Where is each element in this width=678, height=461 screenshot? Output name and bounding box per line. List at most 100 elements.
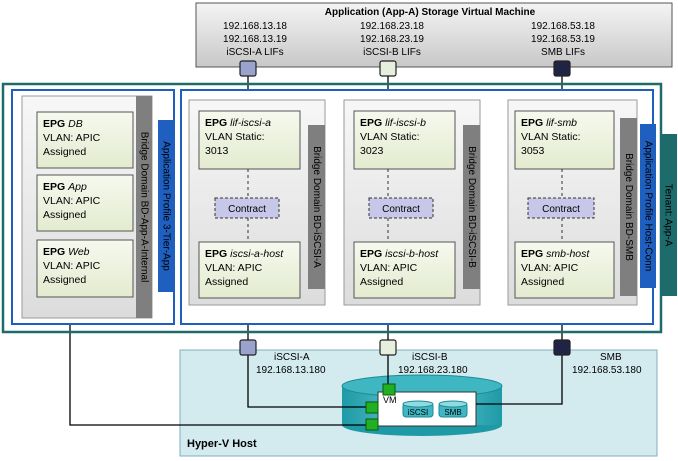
epg-app-line2: Assigned (43, 209, 86, 221)
epg-lif-iscsi-a-line2: 3013 (205, 145, 229, 157)
tenant: Tenant: App-A (1, 82, 677, 334)
port-smb-top (553, 60, 571, 77)
epg-iscsi-b-host (353, 241, 456, 299)
epg-app-title: EPG App (43, 181, 87, 193)
link-smb-host (476, 355, 563, 405)
epg-db-line2: Assigned (43, 146, 86, 158)
net-smb-name: SMB (600, 352, 622, 363)
bd-app-a-internal-tab (136, 96, 152, 318)
net-smb-ip: 192.168.53.180 (572, 365, 642, 376)
epg-lif-iscsi-b-title: EPG lif-iscsi-b (360, 117, 426, 129)
epg-iscsi-a-host-title: EPG iscsi-a-host (205, 248, 284, 260)
lif-smb-ip1: 192.168.53.18 (531, 21, 595, 32)
lif-iscsi-b-ip1: 192.168.23.18 (360, 21, 424, 32)
net-iscsi-b-ip: 192.168.23.180 (398, 365, 468, 376)
epg-lif-smb-title: EPG lif-smb (521, 117, 577, 129)
smb-disk-icon: SMB (438, 400, 468, 418)
storage-vm-box (195, 2, 673, 68)
epg-smb-host (514, 241, 615, 299)
vm-label: VM (383, 395, 397, 405)
app-profile-3-tier: Application Profile 3-Tier-App Bridge Do… (11, 89, 175, 325)
epg-lif-smb-line1: VLAN Static: (521, 131, 581, 143)
bd-iscsi-a-label: Bridge Domain BD-iSCSI-A (311, 146, 322, 268)
tenant-label: Tenant: App-A (662, 184, 673, 247)
port-smb-bottom (553, 339, 571, 356)
app-profile-host-conn: Application Profile Host-Conn Bridge Dom… (180, 89, 656, 325)
net-iscsi-b-name: iSCSI-B (412, 352, 448, 363)
lif-iscsi-a-ip2: 192.168.13.19 (223, 34, 287, 45)
epg-web (36, 239, 134, 298)
bd-iscsi-b-label: Bridge Domain BD-iSCSI-B (466, 146, 477, 268)
port-iscsi-b-top (379, 60, 397, 77)
epg-lif-iscsi-b-line2: 3023 (360, 145, 384, 157)
contract-iscsi-b (368, 197, 434, 219)
epg-app-line1: VLAN: APIC (43, 195, 101, 207)
bd-app-a-internal-label: Bridge Domain BD-App-A-Internal (138, 132, 149, 283)
bd-smb-tab (620, 118, 637, 296)
group-smb: Bridge Domain BD-SMB EPG lif-smb VLAN St… (507, 99, 638, 306)
epg-iscsi-b-host-title: EPG iscsi-b-host (360, 248, 439, 260)
storage-vm: Application (App-A) Storage Virtual Mach… (195, 2, 673, 68)
epg-lif-iscsi-b (353, 110, 456, 170)
link-web-vm (69, 298, 366, 426)
epg-web-title: EPG Web (43, 246, 90, 258)
bd-iscsi-b-tab (463, 125, 480, 289)
app-profile-3-tier-label: Application Profile 3-Tier-App (160, 141, 171, 271)
iscsi-disk-icon: iSCSI (402, 400, 434, 418)
epg-lif-smb-line2: 3053 (521, 145, 545, 157)
lif-smb-ip2: 192.168.53.19 (531, 34, 595, 45)
vm-ports (365, 383, 396, 431)
contract-iscsi-a (214, 197, 280, 219)
storage-vm-title: Application (App-A) Storage Virtual Mach… (325, 7, 536, 18)
lif-smb-label: SMB LIFs (541, 47, 585, 58)
group-iscsi-a: Bridge Domain BD-iSCSI-A EPG lif-iscsi-a… (188, 99, 326, 306)
epg-iscsi-a-host (198, 241, 301, 299)
epg-iscsi-a-host-line2: Assigned (205, 276, 248, 288)
epg-smb-host-title: EPG smb-host (521, 248, 590, 260)
contract-smb (527, 197, 595, 219)
epg-smb-host-line2: Assigned (521, 276, 564, 288)
epg-lif-iscsi-a-title: EPG lif-iscsi-a (205, 117, 271, 129)
epg-iscsi-b-host-line1: VLAN: APIC (360, 262, 418, 274)
smb-disk-label: SMB (444, 408, 461, 417)
group-iscsi-b: Bridge Domain BD-iSCSI-B EPG lif-iscsi-b… (343, 99, 481, 306)
contract-smb-label: Contract (542, 204, 580, 215)
iscsi-disk-label: iSCSI (408, 408, 428, 417)
epg-lif-iscsi-a-line1: VLAN Static: (205, 131, 265, 143)
hyperv-host-label: Hyper-V Host (187, 438, 257, 450)
epg-iscsi-b-host-line2: Assigned (360, 276, 403, 288)
net-iscsi-a-name: iSCSI-A (274, 352, 310, 363)
ports (239, 60, 571, 356)
vm-port-web (365, 418, 379, 431)
app-profile-host-conn-label: Application Profile Host-Conn (642, 141, 653, 272)
link-iscsi-a-host (247, 355, 366, 408)
contract-iscsi-a-label: Contract (228, 204, 266, 215)
epg-db-line1: VLAN: APIC (43, 132, 101, 144)
port-iscsi-a-top (239, 60, 257, 77)
epg-lif-smb (514, 110, 615, 170)
bd-smb-label: Bridge Domain BD-SMB (623, 153, 634, 261)
contract-iscsi-b-label: Contract (382, 204, 420, 215)
epg-lif-iscsi-b-line1: VLAN Static: (360, 131, 420, 143)
app-profile-3-tier-tab (158, 120, 174, 292)
port-iscsi-a-bottom (239, 339, 257, 356)
lif-iscsi-a-ip1: 192.168.13.18 (223, 21, 287, 32)
vm-port-iscsi-b (382, 383, 396, 396)
epg-iscsi-a-host-line1: VLAN: APIC (205, 262, 263, 274)
epg-web-line2: Assigned (43, 274, 86, 286)
epg-lif-iscsi-a (198, 110, 301, 170)
port-iscsi-b-bottom (379, 339, 397, 356)
epg-smb-host-line1: VLAN: APIC (521, 262, 579, 274)
net-iscsi-a-ip: 192.168.13.180 (256, 365, 326, 376)
lif-iscsi-a-label: iSCSI-A LIFs (226, 47, 283, 58)
epg-app (36, 174, 134, 232)
bd-iscsi-a-tab (308, 125, 325, 289)
lif-iscsi-b-ip2: 192.168.23.19 (360, 34, 424, 45)
vm-port-iscsi-a (365, 401, 379, 414)
epg-db-title: EPG DB (43, 118, 83, 130)
app-profile-host-conn-tab (640, 124, 656, 288)
tenant-label-tab (660, 134, 677, 296)
lif-iscsi-b-label: iSCSI-B LIFs (363, 47, 421, 58)
epg-web-line1: VLAN: APIC (43, 260, 101, 272)
